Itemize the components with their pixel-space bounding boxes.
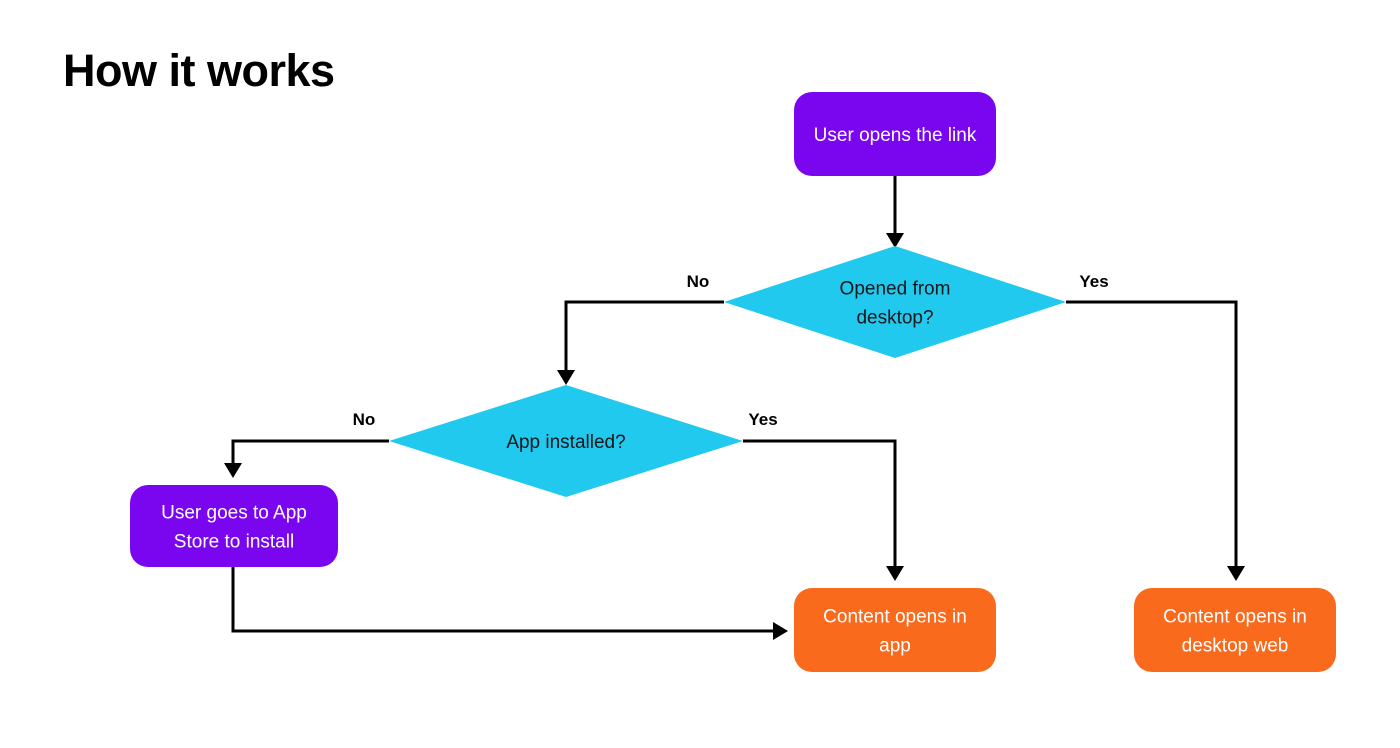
flowchart-edges [224,176,1245,640]
edge-label-edge-installed-no: No [353,410,376,429]
node-label-content-web: desktop web [1182,636,1289,657]
node-label-decision-desktop: Opened from [840,279,951,300]
connector-edge-desktop-yes [1066,300,1245,581]
node-content-app[interactable]: Content opens in app [794,588,996,672]
connector-edge-start-to-desktop [886,176,904,248]
node-label-app-store: User goes to App [161,503,307,524]
node-decision-installed[interactable]: App installed? [389,385,743,497]
node-shape-rounded-rect [794,92,996,176]
node-shape-diamond [389,385,743,497]
node-shape-rounded-rect [1134,588,1336,672]
node-shape-rounded-rect [130,485,338,567]
edge-label-edge-desktop-yes: Yes [1079,272,1108,291]
edge-label-edge-installed-yes: Yes [748,410,777,429]
connector-edge-desktop-no [557,300,724,385]
node-decision-desktop[interactable]: Opened from desktop? [724,246,1066,358]
connector-edge-installed-no [224,439,389,478]
node-label-start: User opens the link [814,125,977,146]
node-shape-rounded-rect [794,588,996,672]
node-start[interactable]: User opens the link [794,92,996,176]
node-shape-diamond [724,246,1066,358]
edge-label-edge-desktop-no: No [687,272,710,291]
node-label-decision-installed: App installed? [506,432,625,453]
node-label-app-store: Store to install [174,532,294,553]
node-label-content-app: Content opens in [823,607,967,628]
node-content-web[interactable]: Content opens in desktop web [1134,588,1336,672]
node-label-content-web: Content opens in [1163,607,1307,628]
node-label-content-app: app [879,636,911,657]
node-label-decision-desktop: desktop? [856,308,933,329]
connector-edge-installed-yes [743,439,904,581]
connector-edge-appstore-to-content-app [231,567,788,640]
page-title: How it works [63,45,335,96]
